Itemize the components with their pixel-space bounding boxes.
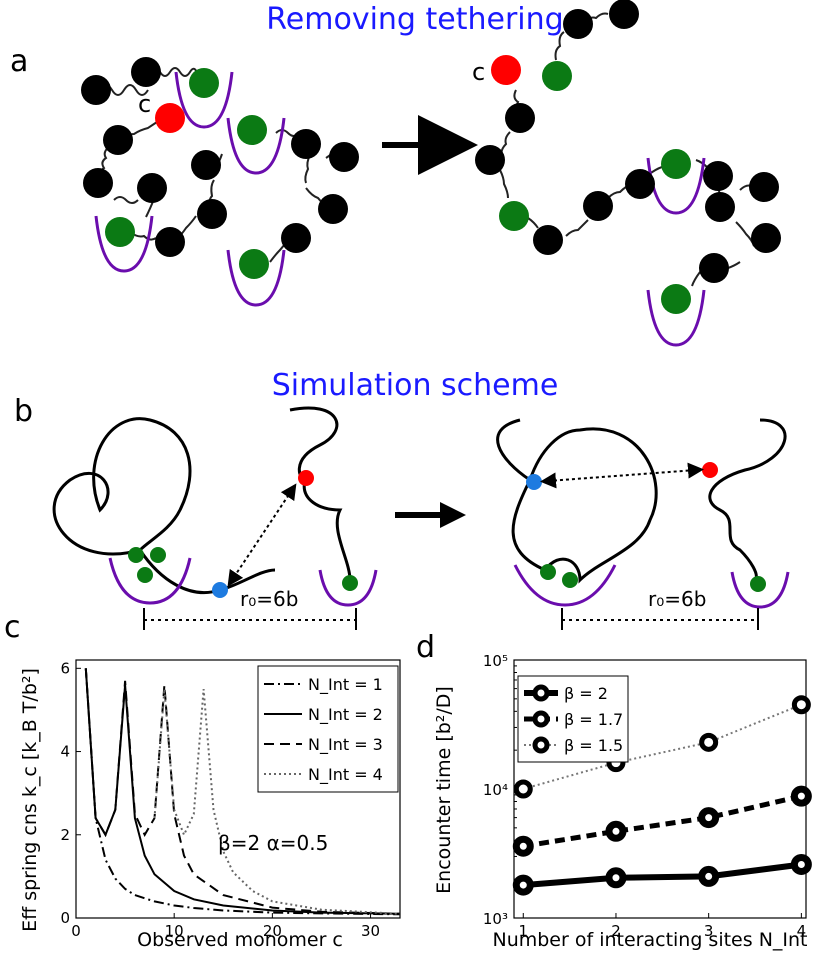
observed-monomer-left [155,103,185,133]
chart-d-point [605,820,627,842]
chart-d-point [698,865,720,887]
chart-d-legend-label: β = 1.7 [564,710,623,729]
title-simulation-scheme: Simulation scheme [271,368,559,403]
springs-right [499,12,755,287]
chart-c-legend-label: N_Int = 1 [308,675,383,695]
chart-d-ytick-label: 10⁴ [483,781,508,799]
chart-d-legend-marker [532,736,550,754]
r0-label-left: r₀=6b [240,587,298,611]
chart-c-xtick-label: 30 [361,922,380,940]
chart-c-series [84,668,401,916]
chart-c-ytick-label: 6 [60,659,70,677]
chart-d-legend-label: β = 2 [564,684,608,703]
chart-c-series-line-4 [153,689,401,915]
wells-right [646,157,706,347]
chart-c-series-line-1 [84,668,401,916]
chart-d-point [513,779,533,799]
chart-d-point [791,695,811,715]
chart-c-legend: N_Int = 1 N_Int = 2 N_Int = 3 N_Int = 4 [257,665,399,793]
chart-c-ytick-label: 0 [60,909,70,927]
observed-label-right: c [472,58,485,86]
chart-d-ytick-label: 10³ [483,910,508,928]
chart-d-point [698,807,720,829]
chart-c-legend-label: N_Int = 2 [308,705,383,725]
chart-c-ylabel: Eff spring cns k_c [k_B T/b²] [19,668,41,932]
panel-letter-a: a [10,44,29,79]
chart-c-legend-box [257,665,399,793]
monomers-left [81,57,359,279]
chart-c-ytick-label: 4 [60,743,70,761]
chart-c-xtick-label: 10 [165,922,184,940]
chart-d-xtick-label: 1 [518,922,528,940]
chart-d-series-line-3 [523,703,802,790]
observed-monomer-right [491,55,521,85]
chart-c-ytick-label: 2 [60,826,70,844]
r0-label-right: r₀=6b [648,587,706,611]
panel-letter-d: d [416,630,436,665]
chart-d-legend: β = 2 β = 1.7 β = 1.5 [517,675,629,763]
panel-b-schematic: r₀=6b r₀=6b [52,406,790,630]
chart-d-xtick-label: 2 [611,922,621,940]
chart-c-xtick-label: 0 [71,922,81,940]
title-removing-tethering: Removing tethering [266,2,564,37]
chart-c-frame [75,659,401,919]
panel-a-schematic: c c [81,0,781,347]
chart-c-series-line-2 [84,668,401,915]
chart-c-xlabel: Observed monomer c [137,929,343,951]
panel-letter-b: b [14,394,34,429]
monomers-right [475,0,781,314]
chart-d-series-line-1 [523,861,802,889]
panel-letter-c: c [4,610,21,645]
chart-d-legend-marker [532,710,550,728]
chart-c-annotation: β=2 α=0.5 [218,831,328,855]
chart-d-ylabel: Encounter time [b²/D] [433,686,455,894]
chart-d-series-line-2 [522,793,802,849]
chart-d-point [605,867,627,889]
chart-d-point [512,874,534,896]
chart-d-legend-label: β = 1.5 [564,736,623,755]
chart-d-xtick-label: 4 [797,922,807,940]
chart-d-xlabel: Number of interacting sites N_Int [492,929,807,951]
chart-d-point [790,853,812,875]
chart-d-point [699,732,719,752]
chart-d-xtick-label: 3 [704,922,714,940]
chart-c-legend-label: N_Int = 4 [308,765,383,785]
chart-c-legend-label: N_Int = 3 [308,735,383,755]
chart-d-ytick-label: 10⁵ [483,652,508,670]
wells-left [94,71,286,307]
observed-label-left: c [138,90,151,118]
chart-d: 1 2 3 4 10³ 10⁴ 10⁵ β = 2 β = 1.7 β = 1.5 Number… [433,652,812,951]
chart-c-axes: 0 10 20 30 0 2 4 6 [60,659,401,940]
chart-d-legend-marker [532,684,550,702]
chart-d-point [512,835,534,857]
chart-c-xtick-label: 20 [263,922,282,940]
chart-d-point [790,785,812,807]
chart-d-series [512,695,812,896]
